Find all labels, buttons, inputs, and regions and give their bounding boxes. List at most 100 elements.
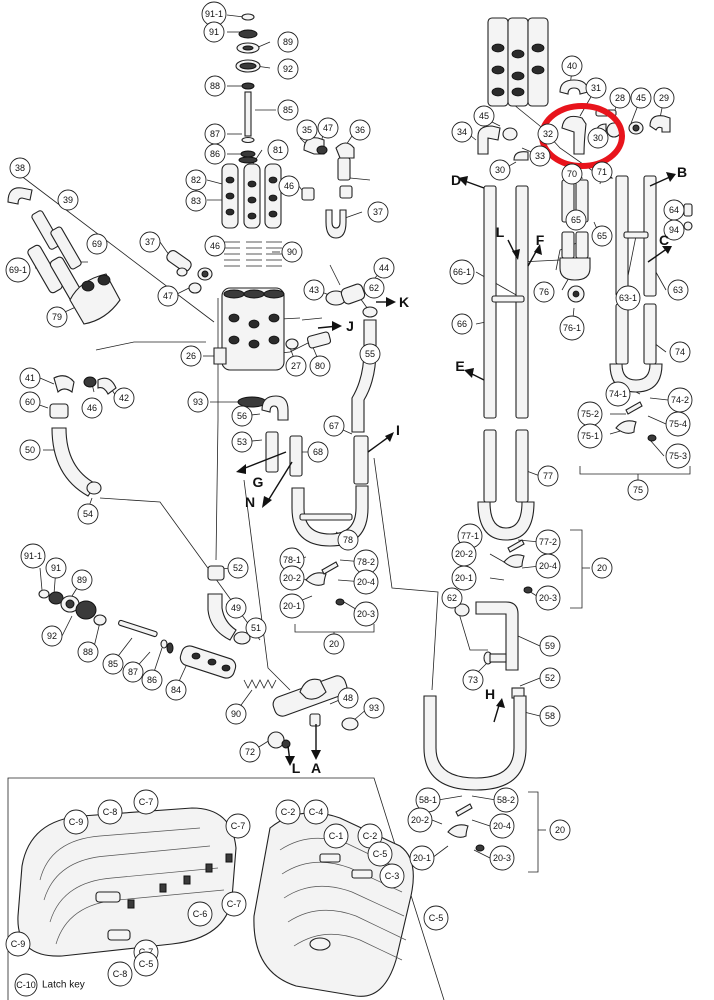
- callout-text: 39: [63, 195, 73, 205]
- callout-C-5: C-5: [423, 905, 449, 931]
- callout-41: 41: [19, 367, 41, 389]
- left-slide-parts: [49, 375, 117, 497]
- callout-text: 44: [379, 263, 389, 273]
- callout-text: 63: [673, 285, 683, 295]
- callout-C-6: C-6: [187, 901, 213, 927]
- callout-44: 44: [373, 257, 395, 279]
- letter-label-N: N: [245, 494, 255, 510]
- letter-text: E: [455, 358, 464, 374]
- callout-90: 90: [225, 703, 247, 725]
- parts-66-77: [477, 185, 535, 594]
- callout-text: 55: [365, 349, 375, 359]
- callout-64: 64: [663, 199, 685, 221]
- callout-75: 75: [627, 479, 649, 501]
- callout-text: 42: [119, 393, 129, 403]
- callout-C-1: C-1: [323, 823, 349, 849]
- callout-text: 88: [210, 81, 220, 91]
- callout-78: 78: [337, 529, 359, 551]
- callout-65: 65: [591, 225, 613, 247]
- callout-45: 45: [473, 105, 495, 127]
- letter-text: L: [496, 224, 505, 240]
- legend-text: Latch key: [42, 980, 85, 991]
- callout-text: 86: [210, 149, 220, 159]
- callout-60: 60: [19, 391, 41, 413]
- callout-text: C-5: [139, 959, 154, 969]
- callout-text: 26: [186, 351, 196, 361]
- callout-86: 86: [141, 669, 163, 691]
- callout-55: 55: [359, 343, 381, 365]
- callout-48: 48: [337, 687, 359, 709]
- callout-text: 56: [237, 411, 247, 421]
- callout-text: 20-2: [411, 815, 429, 825]
- callout-46: 46: [278, 175, 300, 197]
- callout-text: 78: [343, 535, 353, 545]
- callout-text: 20-1: [283, 601, 301, 611]
- callout-70: 70: [561, 163, 583, 185]
- callout-text: 68: [313, 447, 323, 457]
- callout-74-1: 74-1: [605, 381, 631, 407]
- callout-text: 69-1: [9, 265, 27, 275]
- callout-text: 76-1: [563, 323, 581, 333]
- letter-label-C: C: [659, 232, 669, 248]
- callout-36: 36: [349, 119, 371, 141]
- callout-20-1: 20-1: [451, 565, 477, 591]
- callout-46: 46: [204, 235, 226, 257]
- callout-text: 72: [245, 747, 255, 757]
- callout-text: 75-4: [669, 419, 687, 429]
- callout-45: 45: [630, 87, 652, 109]
- callout-text: 33: [535, 151, 545, 161]
- callout-text: 20-2: [455, 549, 473, 559]
- callout-text: 30: [593, 133, 603, 143]
- callout-91: 91: [203, 21, 225, 43]
- callout-59: 59: [539, 635, 561, 657]
- callout-text: 91-1: [24, 551, 42, 561]
- callout-20-4: 20-4: [489, 813, 515, 839]
- callout-42: 42: [113, 387, 135, 409]
- callout-C-9: C-9: [63, 809, 89, 835]
- callout-text: 92: [47, 631, 57, 641]
- callout-text: 79: [52, 312, 62, 322]
- callout-89: 89: [71, 569, 93, 591]
- callout-56: 56: [231, 405, 253, 427]
- callout-text: 81: [273, 145, 283, 155]
- letter-label-K: K: [399, 294, 409, 310]
- callout-62: 62: [363, 277, 385, 299]
- callout-text: 35: [302, 125, 312, 135]
- callout-47: 47: [157, 285, 179, 307]
- callout-text: 76: [539, 287, 549, 297]
- callout-text: 91: [209, 27, 219, 37]
- callout-20-2: 20-2: [279, 565, 305, 591]
- callout-text: 93: [369, 703, 379, 713]
- callout-20-4: 20-4: [353, 569, 379, 595]
- callout-text: 60: [25, 397, 35, 407]
- callout-75-3: 75-3: [665, 443, 691, 469]
- callout-text: C-7: [231, 821, 246, 831]
- letter-text: B: [677, 164, 687, 180]
- letter-text: D: [451, 172, 461, 188]
- callout-text: 66: [457, 319, 467, 329]
- callout-text: 67: [329, 421, 339, 431]
- callout-C-5: C-5: [133, 951, 159, 977]
- callout-text: 62: [369, 283, 379, 293]
- callout-text: 20-1: [413, 853, 431, 863]
- callout-text: 90: [287, 247, 297, 257]
- callout-text: 37: [145, 237, 155, 247]
- callout-C-5: C-5: [367, 841, 393, 867]
- callout-92: 92: [41, 625, 63, 647]
- callout-53: 53: [231, 431, 253, 453]
- callout-text: 77-2: [539, 537, 557, 547]
- callout-text: 30: [495, 165, 505, 175]
- callout-text: 71: [597, 167, 607, 177]
- callout-75-4: 75-4: [665, 411, 691, 437]
- callout-63-1: 63-1: [615, 285, 641, 311]
- letter-label-L: L: [496, 224, 505, 240]
- letter-text: H: [485, 686, 495, 702]
- callout-text: 65: [597, 231, 607, 241]
- callout-20: 20: [591, 557, 613, 579]
- callout-20: 20: [323, 633, 345, 655]
- callout-49: 49: [225, 597, 247, 619]
- callout-52: 52: [227, 557, 249, 579]
- callout-text: 36: [355, 125, 365, 135]
- callout-91-1: 91-1: [20, 543, 46, 569]
- callout-74: 74: [669, 341, 691, 363]
